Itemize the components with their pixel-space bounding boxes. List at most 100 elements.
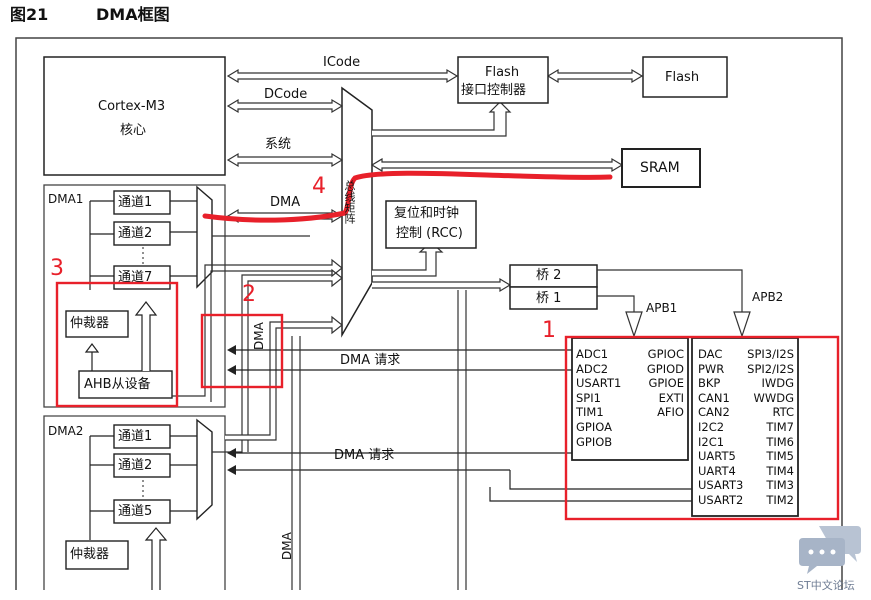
- bus-to-flash-ctrl: [372, 101, 512, 137]
- dma2-label: DMA2: [48, 424, 84, 438]
- cortex-label-1: Cortex-M3: [98, 99, 166, 114]
- figure-number: 图21: [10, 5, 49, 24]
- apb2-box: [691, 337, 799, 517]
- apb2-peripheral-item: USART2: [698, 492, 744, 507]
- dma-bus-label: DMA: [270, 195, 301, 210]
- bridge2-label: 桥 2: [536, 268, 562, 283]
- apb2-peripheral-item: TIM4: [766, 463, 794, 478]
- annotation-number-3: 3: [50, 256, 64, 281]
- apb1-peripheral-item: GPIOC: [647, 347, 684, 361]
- annotation-number-2: 2: [242, 282, 256, 307]
- bridge1-label: 桥 1: [536, 291, 562, 306]
- apb2-peripheral-item: SPI2/I2S: [747, 361, 794, 376]
- dma1-ahb-slave: AHB从设备: [84, 377, 151, 392]
- dma2-channel-1: 通道1: [118, 429, 153, 444]
- apb1-peripheral-item: GPIOE: [648, 376, 684, 391]
- dma1-channel-7: 通道7: [118, 270, 153, 285]
- apb2-line: [597, 269, 743, 312]
- apb2-peripheral-item: TIM6: [766, 434, 794, 449]
- apb2-peripheral-item: UART4: [698, 463, 736, 478]
- apb2-peripheral-item: PWR: [698, 361, 725, 376]
- apb1-line: [597, 295, 635, 312]
- flash-ctrl-box: [457, 56, 549, 104]
- sram-box: [621, 148, 701, 188]
- chat-bubble-icon: [799, 526, 861, 574]
- icode-bus: [226, 68, 459, 84]
- apb2-peripheral-item: WWDG: [753, 390, 794, 405]
- rcc-box: [385, 200, 477, 249]
- system-label: 系统: [265, 137, 292, 152]
- flash-ctrl-label-1: Flash: [485, 65, 520, 80]
- dma2-arbiter: 仲裁器: [70, 547, 110, 562]
- apb2-label: APB2: [752, 290, 784, 304]
- outer-frame: [15, 37, 843, 590]
- rcc-label-1: 复位和时钟: [394, 206, 460, 221]
- apb2-peripheral-item: BKP: [698, 376, 721, 391]
- cortex-label-2: 核心: [120, 123, 147, 138]
- apb2-peripheral-item: I2C1: [698, 434, 725, 449]
- dma-request-label-2: DMA 请求: [334, 448, 395, 463]
- rcc-label-2: 控制 (RCC): [396, 226, 463, 241]
- apb1-arrow: [625, 311, 643, 338]
- dma1-arbiter: 仲裁器: [70, 316, 110, 331]
- annotation-number-4: 4: [312, 174, 326, 199]
- apb2-peripheral-item: TIM7: [766, 419, 794, 434]
- figure-title: DMA框图: [96, 5, 170, 24]
- dma2-channel-2: 通道2: [118, 458, 153, 473]
- apb2-peripheral-item: IWDG: [761, 376, 794, 391]
- apb1-peripheral-item: USART1: [576, 376, 622, 391]
- dma2-frame: [43, 415, 226, 590]
- dma-request-label-1: DMA 请求: [340, 353, 401, 368]
- apb1-peripheral-item: GPIOD: [646, 361, 684, 376]
- flash-link: [546, 68, 644, 84]
- dma1-label: DMA1: [48, 192, 84, 206]
- annotation-box-2: [200, 313, 284, 389]
- watermark-logo: ST中文论坛: [795, 516, 865, 596]
- apb2-peripheral-item: I2C2: [698, 419, 725, 434]
- apb2-peripheral-item: SPI3/I2S: [747, 347, 794, 361]
- annotation-box-3: [55, 281, 179, 408]
- dcode-label: DCode: [264, 87, 308, 102]
- apb1-peripheral-item: ADC2: [576, 361, 609, 376]
- dma1-channel-2: 通道2: [118, 226, 153, 241]
- dma2-channel-5: 通道5: [118, 504, 153, 519]
- dcode-bus: [226, 98, 344, 114]
- sram-label: SRAM: [640, 160, 680, 176]
- system-bus: [226, 152, 344, 168]
- apb2-peripheral-item: CAN2: [698, 405, 730, 420]
- apb2-peripheral-item: CAN1: [698, 390, 730, 405]
- cortex-box: [43, 56, 226, 176]
- watermark-text: ST中文论坛: [797, 579, 855, 592]
- apb1-peripheral-item: GPIOB: [576, 434, 613, 449]
- apb2-peripheral-item: TIM2: [766, 492, 794, 507]
- apb1-peripheral-item: ADC1: [576, 347, 609, 361]
- bus-matrix-label: 总线矩阵: [343, 180, 356, 224]
- apb2-peripheral-item: RTC: [772, 405, 794, 420]
- flash-label: Flash: [665, 70, 700, 85]
- annotation-box-1: [564, 335, 840, 521]
- apb1-label: APB1: [646, 301, 678, 315]
- bus-to-sram: [370, 157, 624, 173]
- annotation-path-4: [202, 170, 613, 223]
- dma1-channel-1: 通道1: [118, 195, 153, 210]
- dma-vertical-label-2: DMA: [280, 532, 294, 560]
- dma-vertical-label-1: DMA: [252, 322, 266, 350]
- apb1-peripheral-item: AFIO: [657, 405, 684, 420]
- annotation-number-1: 1: [542, 318, 556, 343]
- apb2-peripheral-item: TIM3: [766, 478, 794, 493]
- flash-ctrl-label-2: 接口控制器: [461, 83, 527, 98]
- apb2-arrow: [733, 311, 751, 338]
- flash-box: [642, 56, 728, 98]
- icode-label: ICode: [323, 55, 361, 70]
- bridge1-box: [509, 286, 598, 310]
- apb1-peripheral-item: EXTI: [658, 390, 684, 405]
- apb1-peripheral-item: SPI1: [576, 390, 601, 405]
- apb1-peripheral-item: TIM1: [576, 405, 604, 420]
- apb1-box: [571, 337, 689, 461]
- apb2-peripheral-item: DAC: [698, 347, 723, 361]
